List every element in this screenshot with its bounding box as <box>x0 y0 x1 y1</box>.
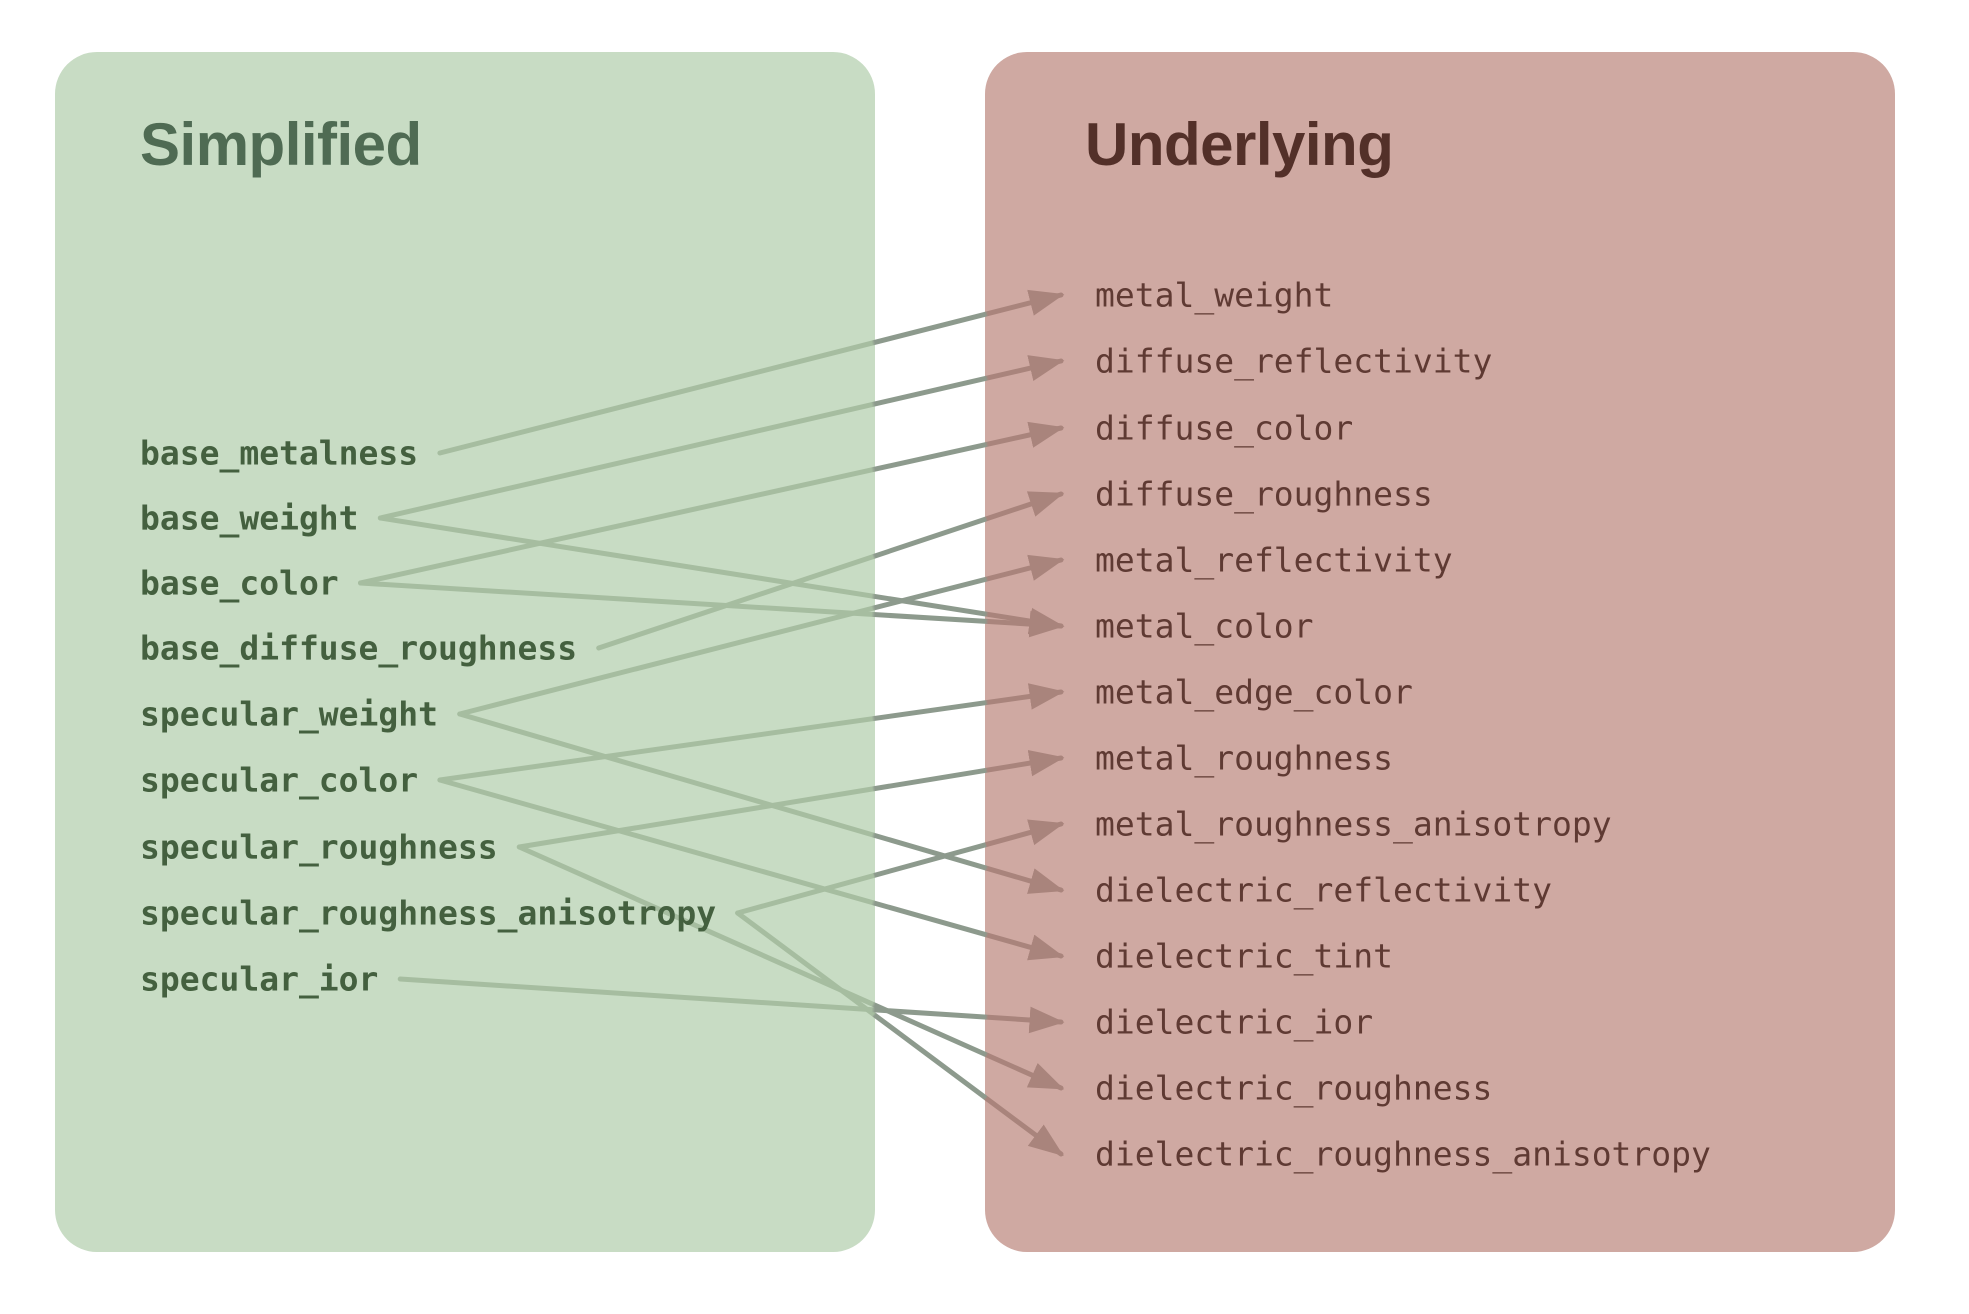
underlying-title: Underlying <box>1085 111 1394 178</box>
underlying-param-dielectric_reflectivity: dielectric_reflectivity <box>1095 870 1552 910</box>
underlying-param-dielectric_roughness: dielectric_roughness <box>1095 1068 1493 1108</box>
simplified-param-specular_roughness: specular_roughness <box>140 827 498 867</box>
underlying-panel <box>985 52 1895 1252</box>
underlying-param-diffuse_color: diffuse_color <box>1095 408 1354 448</box>
underlying-param-metal_roughness_anisotropy: metal_roughness_anisotropy <box>1095 804 1612 844</box>
simplified-param-specular_weight: specular_weight <box>140 694 439 734</box>
simplified-param-specular_roughness_anisotropy: specular_roughness_anisotropy <box>140 893 717 933</box>
simplified-param-base_diffuse_roughness: base_diffuse_roughness <box>140 628 578 668</box>
simplified-param-specular_color: specular_color <box>140 760 419 800</box>
underlying-param-dielectric_roughness_anisotropy: dielectric_roughness_anisotropy <box>1095 1134 1711 1174</box>
underlying-param-diffuse_roughness: diffuse_roughness <box>1095 474 1433 514</box>
underlying-param-diffuse_reflectivity: diffuse_reflectivity <box>1095 341 1493 381</box>
underlying-param-metal_edge_color: metal_edge_color <box>1095 672 1413 712</box>
simplified-param-base_weight: base_weight <box>140 498 359 538</box>
underlying-param-metal_reflectivity: metal_reflectivity <box>1095 540 1453 580</box>
simplified-param-base_color: base_color <box>140 563 339 603</box>
underlying-param-dielectric_ior: dielectric_ior <box>1095 1002 1374 1042</box>
underlying-param-metal_weight: metal_weight <box>1095 275 1334 315</box>
simplified-title: Simplified <box>140 111 422 178</box>
simplified-param-base_metalness: base_metalness <box>140 433 419 473</box>
simplified-param-specular_ior: specular_ior <box>140 959 379 999</box>
underlying-param-dielectric_tint: dielectric_tint <box>1095 936 1394 976</box>
underlying-param-metal_color: metal_color <box>1095 606 1314 646</box>
underlying-param-metal_roughness: metal_roughness <box>1095 738 1394 778</box>
